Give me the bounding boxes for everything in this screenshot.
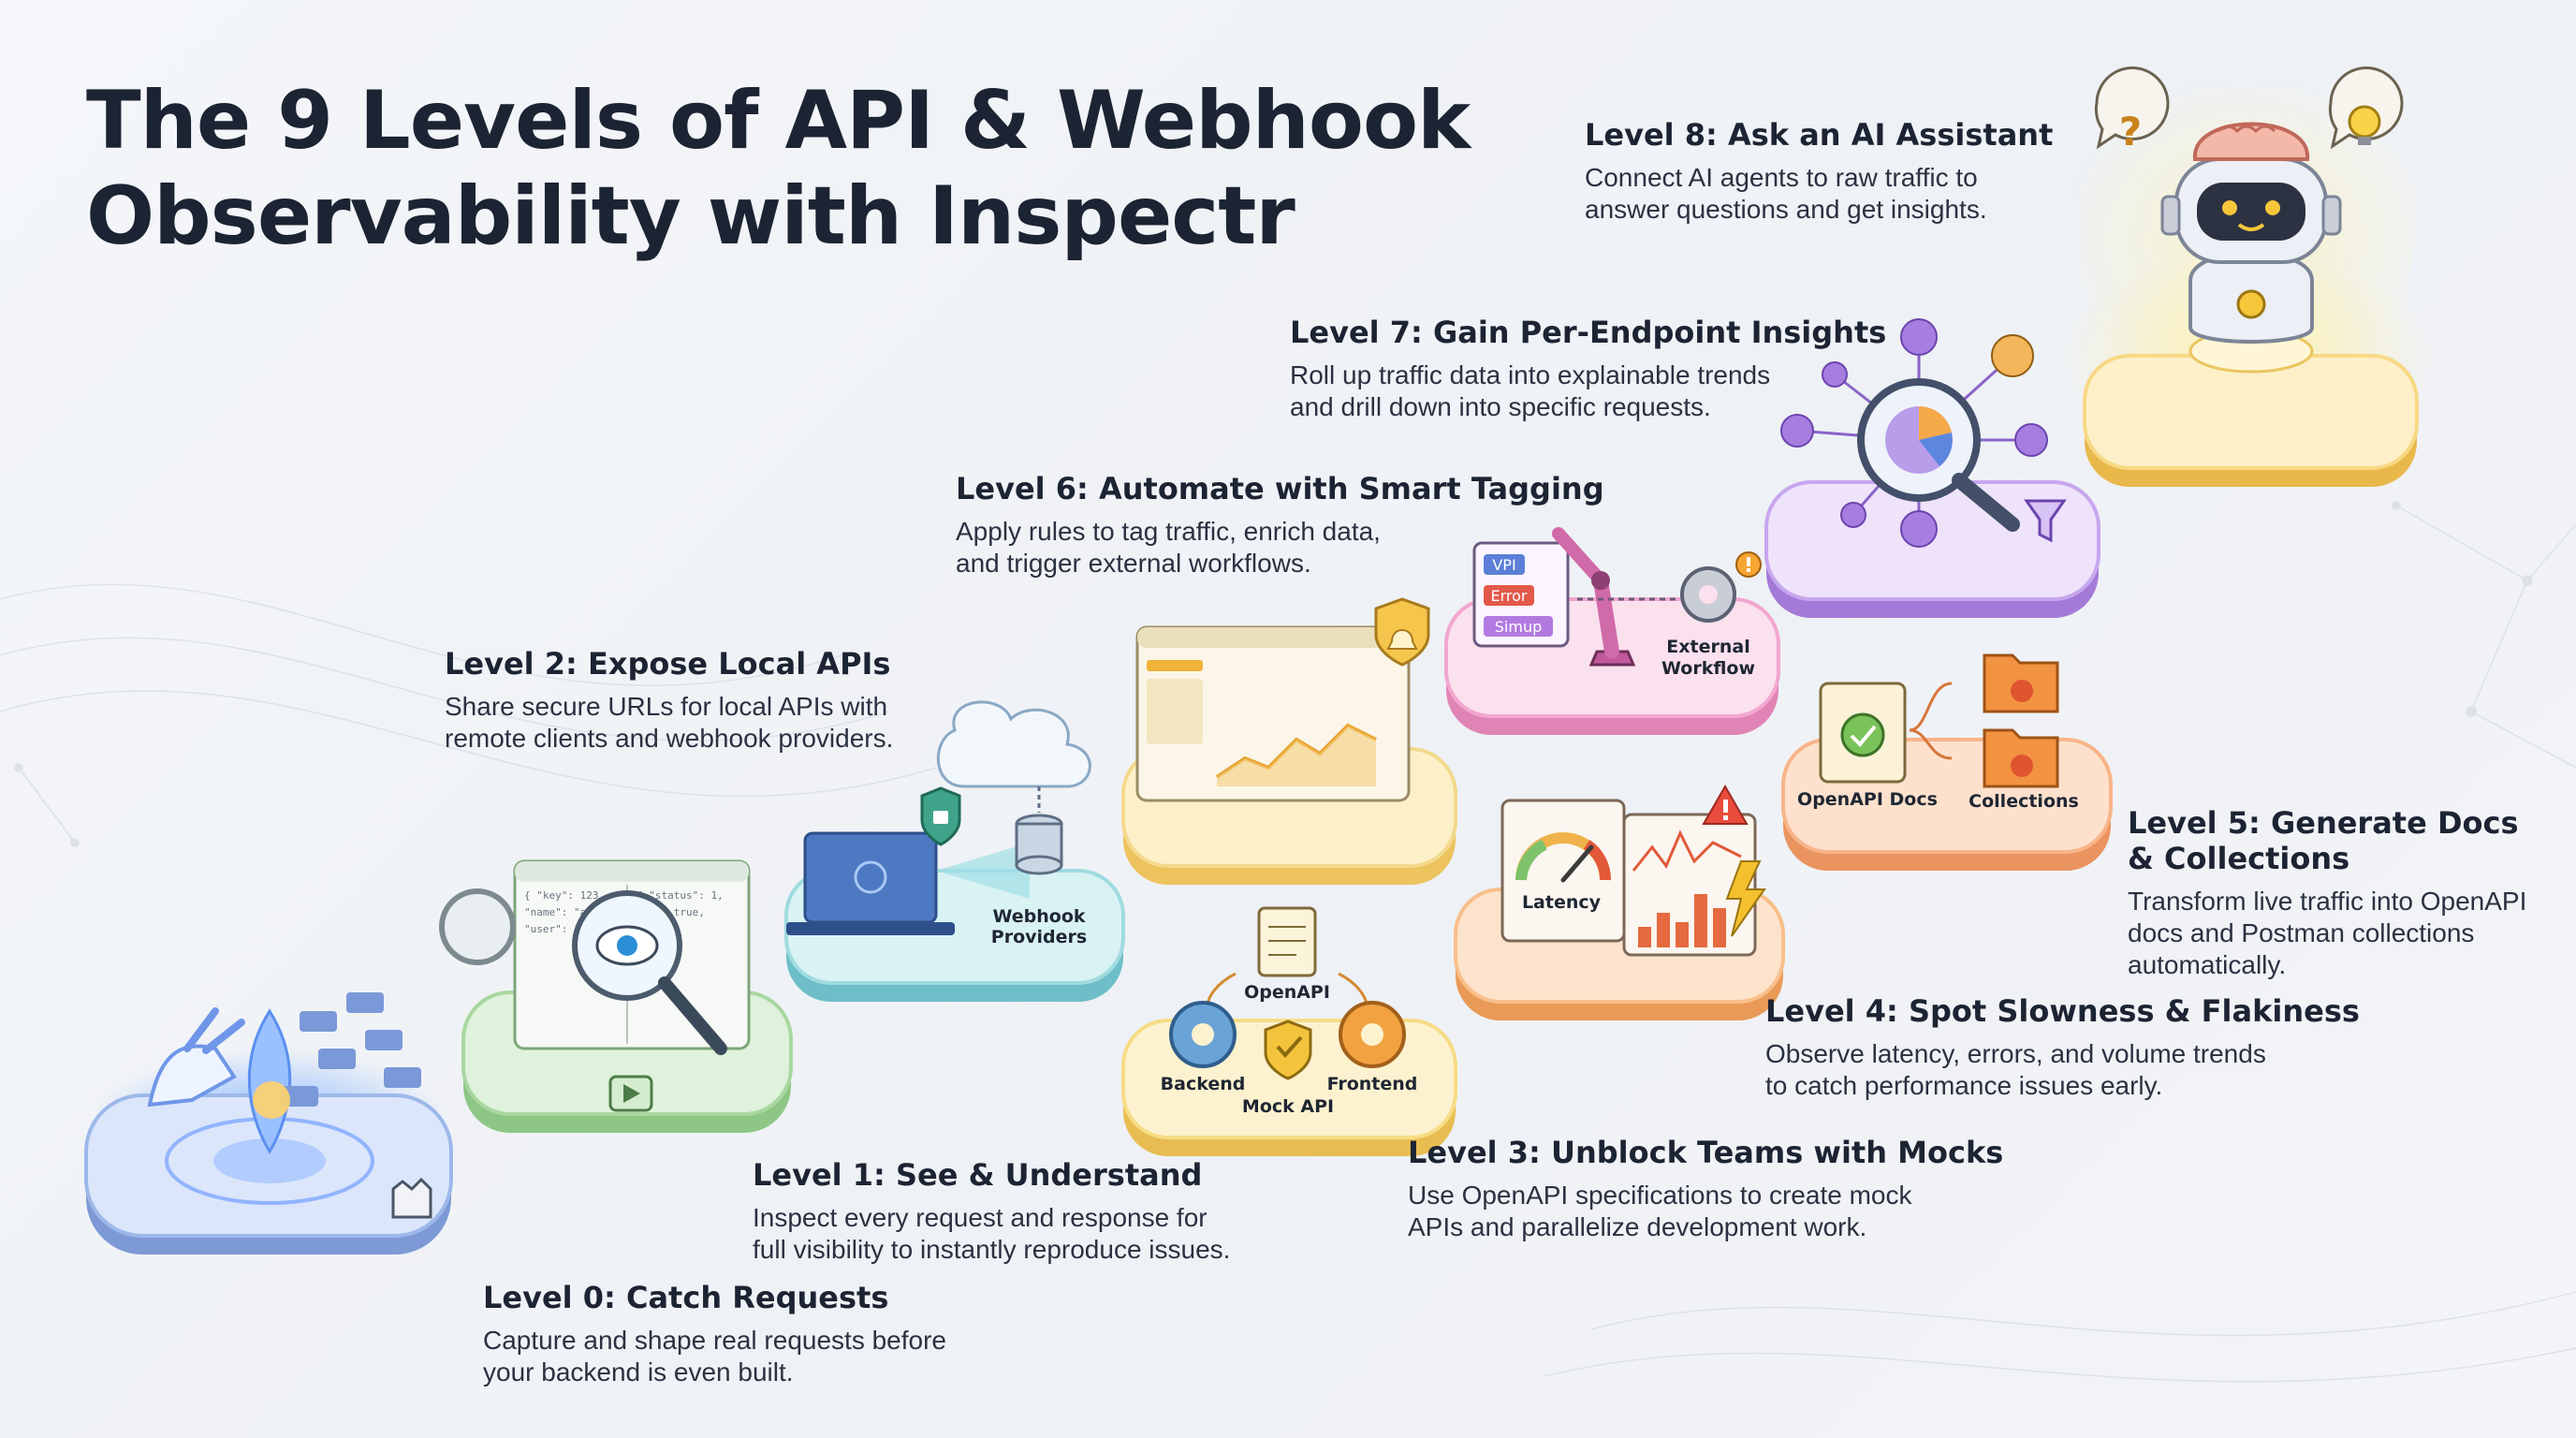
title-line-1: The 9 Levels of API & Webhook: [86, 74, 1471, 168]
level-3-desc-2: APIs and parallelize development work.: [1408, 1212, 1867, 1241]
level-5-block: Level 5: Generate Docs & Collections Tra…: [2128, 805, 2526, 981]
level-0-heading: Level 0: Catch Requests: [483, 1280, 889, 1315]
level-4-desc-1: Observe latency, errors, and volume tren…: [1765, 1039, 2266, 1068]
level-5-heading-2: & Collections: [2128, 841, 2350, 876]
level-7-heading: Level 7: Gain Per-Endpoint Insights: [1290, 315, 1887, 350]
level-3-desc-1: Use OpenAPI specifications to create moc…: [1408, 1181, 1912, 1210]
level-1-heading: Level 1: See & Understand: [753, 1157, 1203, 1193]
level-8-heading: Level 8: Ask an AI Assistant: [1585, 117, 2054, 153]
level-6-block: Level 6: Automate with Smart Tagging App…: [956, 471, 1604, 580]
level-3-block: Level 3: Unblock Teams with Mocks Use Op…: [1408, 1135, 2003, 1243]
level-6-desc-1: Apply rules to tag traffic, enrich data,: [956, 517, 1381, 546]
latency-label: Latency: [1522, 892, 1602, 913]
level-2-desc-2: remote clients and webhook providers.: [445, 724, 894, 753]
level-5-heading-1: Level 5: Generate Docs: [2128, 805, 2519, 841]
level-7-desc-2: and drill down into specific requests.: [1290, 392, 1711, 421]
level-1-desc-2: full visibility to instantly reproduce i…: [753, 1235, 1231, 1264]
mock-api-label: Mock API: [1242, 1096, 1334, 1117]
collections-label: Collections: [1969, 791, 2079, 812]
level-8-desc-1: Connect AI agents to raw traffic to: [1585, 163, 1978, 192]
frontend-label: Frontend: [1327, 1074, 1418, 1094]
level-0-desc-2: your backend is even built.: [483, 1357, 794, 1387]
webhook-providers-label-1: Webhook: [992, 906, 1085, 927]
level-8-block: Level 8: Ask an AI Assistant Connect AI …: [1585, 117, 2053, 226]
level-1-block: Level 1: See & Understand Inspect every …: [753, 1157, 1230, 1266]
level7-illustration: [1764, 318, 2100, 618]
backend-label: Backend: [1161, 1074, 1246, 1094]
tag-error: Error: [1491, 587, 1528, 605]
title-line-2: Observability with Inspectr: [86, 169, 1295, 263]
level1-illustration: { "key": 123, "name": "abc", "user": "a"…: [439, 859, 793, 1133]
level-2-heading: Level 2: Expose Local APIs: [445, 646, 891, 682]
level2-illustration: Webhook Providers: [784, 700, 1125, 1002]
level-5-desc-2: docs and Postman collections: [2128, 918, 2475, 947]
level-2-desc-1: Share secure URLs for local APIs with: [445, 692, 888, 721]
level-1-desc-1: Inspect every request and response for: [753, 1203, 1208, 1232]
page-title: The 9 Levels of API & Webhook Observabil…: [86, 73, 1471, 264]
tag-simup: Simup: [1495, 618, 1542, 636]
openapi-label: OpenAPI: [1244, 982, 1330, 1003]
openapi-docs-label: OpenAPI Docs: [1797, 789, 1938, 810]
level0-illustration: [84, 992, 453, 1255]
level4-illustration: Latency: [1454, 784, 1785, 1020]
level-5-desc-3: automatically.: [2128, 950, 2287, 979]
level-0-desc-1: Capture and shape real requests before: [483, 1326, 946, 1355]
level3-illustration: OpenAPI Backend Frontend Mock API: [1121, 906, 1457, 1156]
level-4-heading: Level 4: Spot Slowness & Flakiness: [1765, 993, 2360, 1029]
background-network: [14, 501, 2576, 847]
level-8-desc-2: answer questions and get insights.: [1585, 195, 1987, 224]
level-6-desc-2: and trigger external workflows.: [956, 549, 1311, 578]
level-2-block: Level 2: Expose Local APIs Share secure …: [445, 646, 893, 755]
level6-tagging-illustration: VPI Error Simup External Workflow: [1444, 527, 1780, 735]
level-4-desc-2: to catch performance issues early.: [1765, 1071, 2163, 1100]
tag-vpi: VPI: [1492, 556, 1515, 574]
svg-text:{ "key": 123,: { "key": 123,: [524, 889, 605, 902]
webhook-providers-label-2: Providers: [991, 927, 1087, 947]
background-waves: [0, 583, 2576, 1383]
external-workflow-label-2: Workflow: [1661, 658, 1755, 679]
level6-dashboard-illustration: [1121, 597, 1457, 885]
lightbulb-icon: [2348, 105, 2381, 139]
level-3-heading: Level 3: Unblock Teams with Mocks: [1408, 1135, 2004, 1170]
level8-illustration: ?: [2059, 66, 2434, 487]
external-workflow-label-1: External: [1666, 637, 1749, 657]
level-7-block: Level 7: Gain Per-Endpoint Insights Roll…: [1290, 315, 1886, 423]
level-7-desc-1: Roll up traffic data into explainable tr…: [1290, 360, 1771, 389]
level-4-block: Level 4: Spot Slowness & Flakiness Obser…: [1765, 993, 2360, 1102]
level-0-block: Level 0: Catch Requests Capture and shap…: [483, 1280, 946, 1388]
svg-text:{ "status": 1,: { "status": 1,: [637, 889, 724, 902]
question-mark-icon: ?: [2119, 109, 2142, 154]
level-6-heading: Level 6: Automate with Smart Tagging: [956, 471, 1604, 506]
level5-illustration: OpenAPI Docs Collections: [1781, 653, 2113, 871]
level-5-desc-1: Transform live traffic into OpenAPI: [2128, 887, 2527, 916]
